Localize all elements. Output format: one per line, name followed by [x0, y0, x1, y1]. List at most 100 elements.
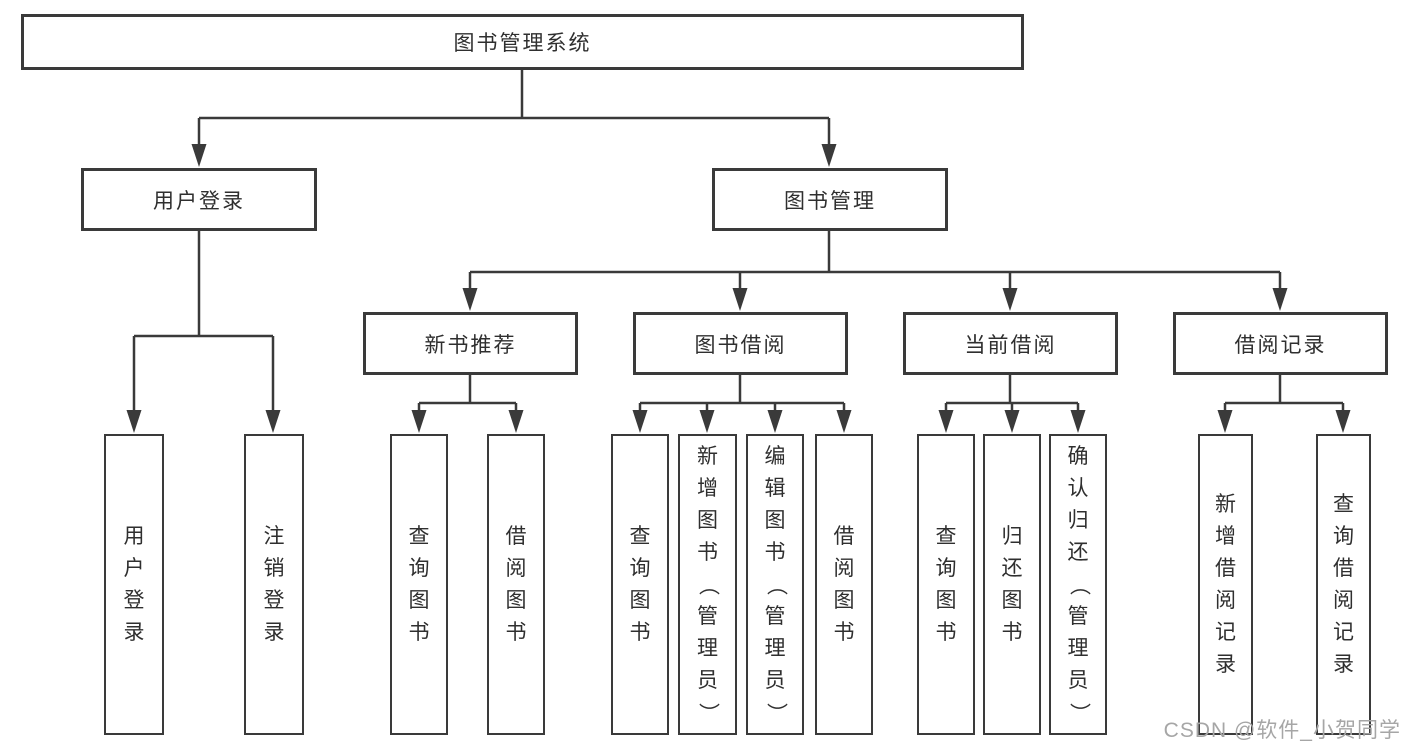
- node-label: 借阅记录: [1234, 333, 1327, 357]
- vertical-char: 认: [1067, 476, 1089, 500]
- vertical-char: 书: [505, 620, 527, 644]
- node-current-borrowing: 当前借阅: [903, 312, 1118, 375]
- vertical-char: 查: [408, 524, 430, 548]
- vertical-char: 查: [629, 524, 651, 548]
- vertical-char: 登: [123, 588, 145, 612]
- vertical-char: 编: [764, 444, 786, 468]
- vertical-char: 员: [1067, 668, 1089, 692]
- vertical-char: （: [696, 574, 720, 595]
- vertical-char: 图: [764, 508, 786, 532]
- vertical-char: 查: [935, 524, 957, 548]
- leaf-return-books: 归还图书: [983, 434, 1041, 735]
- vertical-char: 借: [833, 524, 855, 548]
- vertical-char: 查: [1333, 492, 1354, 516]
- vertical-char: 销: [263, 556, 285, 580]
- node-label: 图书管理系统: [453, 32, 592, 55]
- vertical-char: 归: [1001, 524, 1023, 548]
- node-borrowing-records: 借阅记录: [1173, 312, 1388, 375]
- vertical-char: 注: [263, 524, 285, 548]
- leaf-edit-books-admin: 编辑图书 （ 管理员 ）: [746, 434, 804, 735]
- leaf-query-books-3: 查询图书: [917, 434, 975, 735]
- vertical-char: 增: [697, 476, 718, 500]
- vertical-char: 借: [505, 524, 527, 548]
- vertical-char: 图: [629, 588, 651, 612]
- vertical-char: 理: [697, 636, 718, 660]
- vertical-char: ）: [1067, 702, 1090, 723]
- vertical-char: 管: [697, 604, 718, 628]
- leaf-add-borrow-record: 新增借阅记录: [1198, 434, 1253, 735]
- node-library-management-system: 图书管理系统: [21, 14, 1024, 70]
- vertical-char: 归: [1067, 508, 1089, 532]
- vertical-char: 管: [1067, 604, 1089, 628]
- node-book-borrowing: 图书借阅: [633, 312, 848, 375]
- node-label: 新书推荐: [424, 333, 517, 357]
- vertical-char: 询: [408, 556, 430, 580]
- vertical-char: 书: [629, 620, 651, 644]
- vertical-char: 录: [1215, 652, 1236, 676]
- vertical-char: 图: [935, 588, 957, 612]
- vertical-char: 询: [629, 556, 651, 580]
- vertical-char: 理: [1067, 636, 1089, 660]
- vertical-char: 书: [764, 540, 786, 564]
- vertical-char: 管: [764, 604, 786, 628]
- vertical-char: 还: [1067, 540, 1089, 564]
- vertical-char: 录: [1333, 652, 1354, 676]
- vertical-char: 新: [1215, 492, 1236, 516]
- vertical-char: 记: [1215, 620, 1236, 644]
- vertical-char: 借: [1215, 556, 1236, 580]
- vertical-char: 图: [1001, 588, 1023, 612]
- vertical-char: 记: [1333, 620, 1354, 644]
- leaf-query-borrow-record: 查询借阅记录: [1316, 434, 1371, 735]
- vertical-char: 员: [697, 668, 718, 692]
- leaf-query-books: 查询图书: [390, 434, 448, 735]
- vertical-char: 阅: [1215, 588, 1236, 612]
- node-new-book-recommend: 新书推荐: [363, 312, 578, 375]
- node-label: 图书管理: [784, 189, 876, 213]
- vertical-char: 书: [833, 620, 855, 644]
- vertical-char: 书: [408, 620, 430, 644]
- vertical-char: 询: [935, 556, 957, 580]
- leaf-query-books-2: 查询图书: [611, 434, 669, 735]
- vertical-char: 图: [697, 508, 718, 532]
- leaf-add-books-admin: 新增图书 （ 管理员 ）: [678, 434, 737, 735]
- vertical-char: 阅: [1333, 588, 1354, 612]
- vertical-char: 辑: [764, 476, 786, 500]
- vertical-char: 阅: [833, 556, 855, 580]
- vertical-char: 增: [1215, 524, 1236, 548]
- vertical-char: 录: [263, 620, 285, 644]
- vertical-char: 新: [697, 444, 718, 468]
- vertical-char: 录: [123, 620, 145, 644]
- vertical-char: 书: [935, 620, 957, 644]
- leaf-borrow-books: 借阅图书: [487, 434, 545, 735]
- vertical-char: 借: [1333, 556, 1354, 580]
- vertical-char: 用: [123, 524, 145, 548]
- node-book-management: 图书管理: [712, 168, 948, 231]
- vertical-char: 理: [764, 636, 786, 660]
- vertical-char: 图: [408, 588, 430, 612]
- node-label: 当前借阅: [964, 333, 1057, 357]
- vertical-char: 确: [1067, 444, 1089, 468]
- vertical-char: 图: [505, 588, 527, 612]
- watermark: CSDN @软件_小贺同学: [1163, 719, 1401, 742]
- node-label: 图书借阅: [694, 333, 787, 357]
- vertical-char: 询: [1333, 524, 1354, 548]
- vertical-char: ）: [764, 702, 787, 723]
- vertical-char: 书: [1001, 620, 1023, 644]
- vertical-char: 登: [263, 588, 285, 612]
- leaf-logout-login: 注销登录: [244, 434, 304, 735]
- node-label: 用户登录: [153, 189, 245, 213]
- leaf-borrow-books-2: 借阅图书: [815, 434, 873, 735]
- vertical-char: 图: [833, 588, 855, 612]
- vertical-char: 员: [764, 668, 786, 692]
- vertical-char: 阅: [505, 556, 527, 580]
- leaf-confirm-return-admin: 确认归还 （ 管理员 ）: [1049, 434, 1107, 735]
- vertical-char: 还: [1001, 556, 1023, 580]
- vertical-char: （: [1067, 574, 1090, 595]
- vertical-char: 户: [123, 556, 145, 580]
- leaf-user-login: 用户登录: [104, 434, 164, 735]
- vertical-char: ）: [696, 702, 720, 723]
- vertical-char: 书: [697, 540, 718, 564]
- vertical-char: （: [764, 574, 787, 595]
